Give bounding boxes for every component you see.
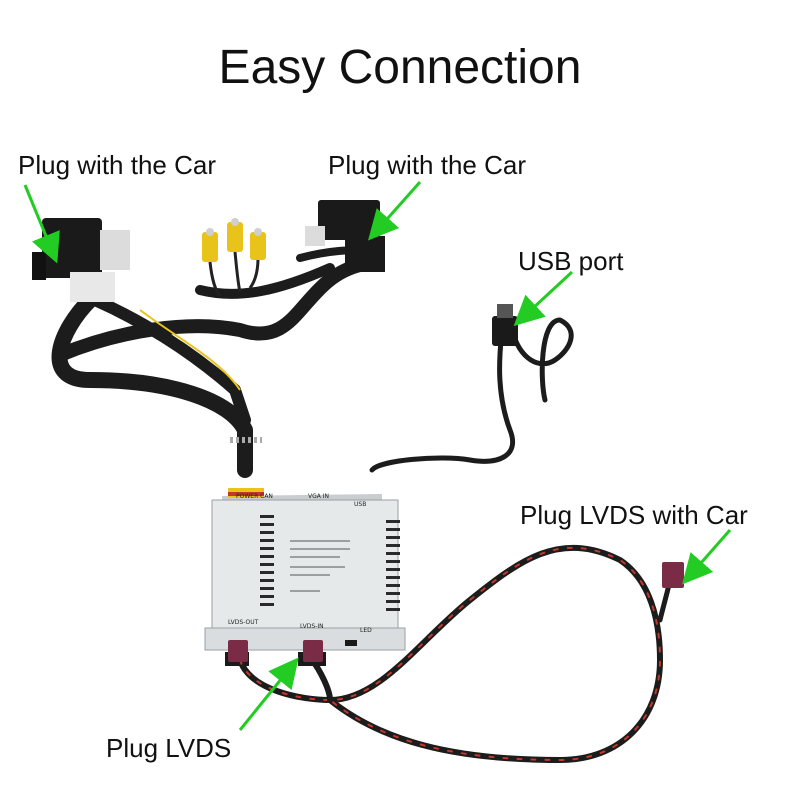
- label-plug-car-left: Plug with the Car: [18, 150, 216, 180]
- port-label-led: LED: [360, 627, 372, 634]
- label-usb-port: USB port: [518, 246, 624, 276]
- main-harness: [51, 246, 374, 478]
- lvds-cable: [228, 544, 684, 763]
- label-plug-car-right: Plug with the Car: [328, 150, 526, 180]
- arrow-icon: [23, 181, 732, 731]
- port-label-vga-in: VGA IN: [308, 493, 329, 500]
- port-label-usb: USB: [354, 501, 366, 508]
- car-connector-left: [32, 218, 130, 302]
- port-label-power-can: POWER CAN: [236, 493, 273, 500]
- port-label-lvds-in: LVDS-IN: [300, 623, 324, 630]
- car-connector-right: [305, 200, 385, 272]
- label-plug-lvds-car: Plug LVDS with Car: [520, 500, 748, 530]
- port-label-lvds-out: LVDS-OUT: [228, 619, 259, 626]
- module-box: [204, 488, 406, 666]
- usb-cable: [369, 304, 574, 473]
- rca-plugs: [202, 218, 266, 297]
- label-plug-lvds: Plug LVDS: [106, 733, 232, 763]
- page-title: Easy Connection: [218, 41, 582, 94]
